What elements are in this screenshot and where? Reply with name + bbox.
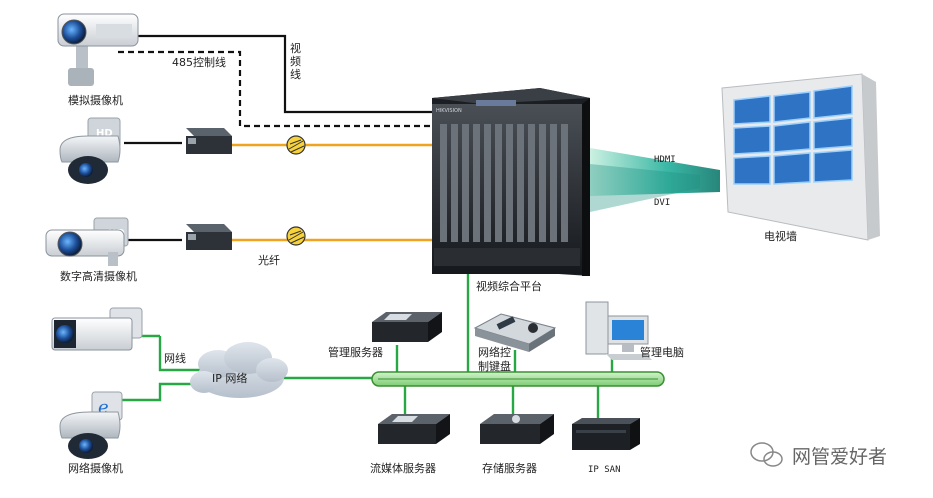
- video-wall-screens: [733, 85, 853, 185]
- video-platform-chassis: HIKVISION: [432, 88, 590, 276]
- management-pc: [585, 301, 652, 360]
- label-mgmt-pc: 管理电脑: [640, 345, 684, 359]
- label-mgmt-server: 管理服务器: [328, 345, 383, 359]
- label-keyboard-1: 网络控: [478, 345, 511, 359]
- label-dvi: DVI: [654, 198, 670, 208]
- label-video-cable-3: 线: [290, 67, 301, 81]
- label-hd-camera: 数字高清摄像机: [60, 269, 137, 283]
- network-bus: [371, 371, 665, 387]
- label-platform: 视频综合平台: [476, 279, 542, 293]
- label-control-485: 485控制线: [172, 55, 226, 69]
- label-streaming-server: 流媒体服务器: [370, 461, 436, 475]
- wechat-icon: [750, 442, 783, 467]
- video-wall: [721, 73, 880, 241]
- watermark-text: 网管爱好者: [792, 446, 887, 468]
- label-network-cable: 网线: [164, 351, 186, 365]
- cables: [118, 34, 614, 420]
- label-ip-san: IP SAN: [588, 465, 621, 475]
- label-video-cable-2: 频: [290, 54, 301, 68]
- watermark: 网管爱好者: [750, 442, 887, 468]
- network-line-cam1-b: [158, 336, 200, 372]
- analog-camera: [57, 13, 139, 86]
- label-analog-camera: 模拟摄像机: [68, 93, 123, 107]
- ip-san-storage: [572, 418, 640, 450]
- network-line-cam2: [120, 382, 200, 402]
- ie-icon-2: e: [98, 397, 109, 418]
- fiber-converter-2: [186, 224, 232, 250]
- management-server: [372, 312, 442, 342]
- hdmi-dvi-beams: [590, 148, 720, 212]
- ip-network-cloud-icon: [190, 342, 288, 398]
- network-keyboard: [473, 313, 557, 352]
- hd-badge: HD: [96, 128, 113, 139]
- label-hdmi: HDMI: [654, 155, 676, 165]
- label-network-camera: 网络摄像机: [68, 461, 123, 475]
- control-485-line: [118, 50, 432, 128]
- label-ip-network: IP 网络: [212, 371, 247, 385]
- storage-server: [480, 414, 554, 444]
- network-dome-camera: e: [59, 391, 123, 459]
- hd-dome-camera: HD: [59, 117, 121, 184]
- streaming-server: [378, 414, 450, 444]
- video-cable-line: [130, 34, 432, 114]
- label-fiber: 光纤: [258, 253, 280, 267]
- network-box-camera: e: [51, 307, 143, 351]
- label-keyboard-2: 制键盘: [478, 359, 511, 373]
- labels: 模拟摄像机 485控制线 视 频 线 数字高清摄像机 光纤 网线 IP 网络 网…: [60, 41, 797, 475]
- hd-bullet-camera: HD: [45, 217, 129, 266]
- label-video-cable-1: 视: [290, 41, 301, 55]
- platform-brand: HIKVISION: [436, 108, 462, 114]
- fiber-coil-icon: [286, 135, 306, 155]
- label-storage-server: 存储服务器: [482, 461, 537, 475]
- label-video-cable: 视 频 线: [290, 41, 305, 81]
- label-video-wall: 电视墙: [764, 229, 797, 243]
- fiber-coil-icon-2: [286, 226, 306, 246]
- fiber-converter-1: [186, 128, 232, 154]
